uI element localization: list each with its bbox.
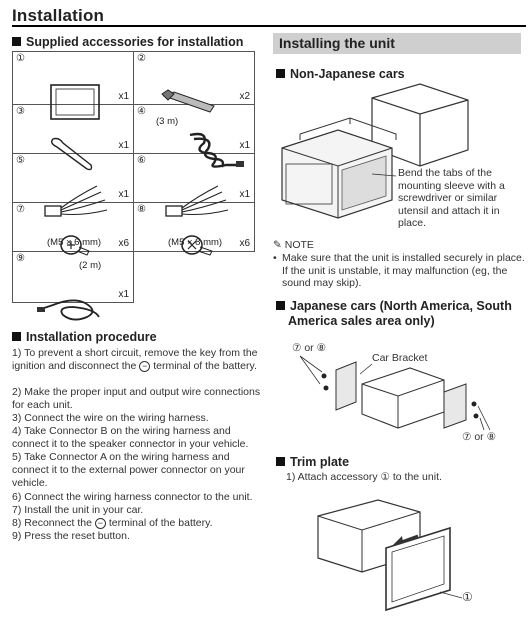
accessory-qty: x2 <box>239 91 250 102</box>
accessory-cell-4: ④ (3 m) x1 <box>133 104 255 168</box>
note-title-text: NOTE <box>284 239 314 251</box>
procedure-step: 5) Take Connector A on the wiring harnes… <box>12 451 262 490</box>
step-number: 9) <box>12 530 22 542</box>
trim-callout-number: ① <box>462 590 473 604</box>
accessories-table: ① x1 ② x2 ③ x1 ④ (3 m) x1 ⑤ x1 ⑥ <box>12 51 255 321</box>
section-square-icon <box>12 332 21 341</box>
step-number: 1) <box>12 347 22 359</box>
step-text: Reconnect the <box>24 517 92 529</box>
procedure-heading: Installation procedure <box>12 330 157 344</box>
japanese-heading-line2: America sales area only) <box>288 314 435 328</box>
battery-minus-icon: − <box>94 518 106 529</box>
installing-banner-text: Installing the unit <box>279 35 395 51</box>
accessory-qty: x1 <box>118 91 129 102</box>
step-text: Install the unit in your car. <box>24 504 144 516</box>
supplied-heading: Supplied accessories for installation <box>12 35 243 49</box>
screw-label-bottom: ⑦ or ⑧ <box>462 431 496 443</box>
procedure-step: 8) Reconnect the − terminal of the batte… <box>12 517 262 530</box>
non-japanese-heading-text: Non-Japanese cars <box>290 67 405 81</box>
pencil-icon: ✎ <box>273 239 282 251</box>
section-square-icon <box>276 457 285 466</box>
accessory-qty: x1 <box>239 189 250 200</box>
section-square-icon <box>276 301 285 310</box>
step-text: Press the reset button. <box>24 530 130 542</box>
non-japanese-heading: Non-Japanese cars <box>276 67 405 81</box>
accessory-qty: x1 <box>239 140 250 151</box>
accessory-label: (2 m) <box>79 260 102 271</box>
accessory-cell-9: ⑨ (2 m) x1 <box>12 251 134 321</box>
accessory-label: (3 m) <box>156 116 179 127</box>
trim-heading-text: Trim plate <box>290 455 350 469</box>
accessory-qty: x6 <box>118 238 129 249</box>
accessory-qty: x1 <box>118 140 129 151</box>
accessory-number: ② <box>137 53 146 64</box>
step-number: 5) <box>12 451 22 463</box>
step-text-end: terminal of the battery. <box>153 360 257 372</box>
supplied-heading-text: Supplied accessories for installation <box>26 35 244 49</box>
page-title: Installation <box>12 6 105 25</box>
accessory-cell-6: ⑥ x1 <box>133 153 255 217</box>
japanese-heading: Japanese cars (North America, South <box>276 299 512 313</box>
procedure-step: 6) Connect the wiring harness connector … <box>12 491 262 504</box>
accessory-number: ⑨ <box>16 253 25 264</box>
accessory-qty: x1 <box>118 189 129 200</box>
bullet-icon: • <box>273 252 277 264</box>
title-rule <box>12 25 526 27</box>
battery-minus-icon: − <box>139 361 151 372</box>
step-number: 8) <box>12 517 22 529</box>
cable-icon <box>37 299 100 321</box>
installing-banner: Installing the unit <box>273 33 521 54</box>
trim-heading: Trim plate <box>276 455 349 469</box>
accessory-label: (M5 × 6 mm) <box>47 237 102 248</box>
step-number: 7) <box>12 504 22 516</box>
procedure-step: 1) To prevent a short circuit, remove th… <box>12 347 262 373</box>
note-body: • Make sure that the unit is installed s… <box>273 252 525 290</box>
accessory-number: ③ <box>16 106 25 117</box>
accessory-qty: x1 <box>118 289 129 300</box>
procedure-step: 2) Make the proper input and output wire… <box>12 386 262 412</box>
accessory-number: ⑤ <box>16 155 25 166</box>
section-square-icon <box>12 37 21 46</box>
screw-icon <box>181 235 213 256</box>
accessory-label: (M5 × 8 mm) <box>168 237 223 248</box>
trim-step: 1) Attach accessory ① to the unit. <box>286 471 442 483</box>
procedure-step: 9) Press the reset button. <box>12 530 262 543</box>
procedure-step: 4) Take Connector B on the wiring harnes… <box>12 425 262 451</box>
procedure-step: 7) Install the unit in your car. <box>12 504 262 517</box>
procedure-step: 3) Connect the wire on the wiring harnes… <box>12 412 262 425</box>
step-text: Make the proper input and output wire co… <box>12 386 261 411</box>
accessory-number: ⑧ <box>137 204 146 215</box>
mounting-callout: Bend the tabs of the mounting sleeve wit… <box>398 167 505 229</box>
step-text: Connect the wire on the wiring harness. <box>24 412 209 424</box>
japanese-heading-line1: Japanese cars (North America, South <box>290 299 512 313</box>
step-number: 6) <box>12 491 22 503</box>
section-square-icon <box>276 69 285 78</box>
accessory-number: ④ <box>137 106 146 117</box>
screw-label-top: ⑦ or ⑧ <box>292 342 326 354</box>
accessory-number: ⑥ <box>137 155 146 166</box>
car-bracket-label: Car Bracket <box>372 352 428 364</box>
step-number: 3) <box>12 412 22 424</box>
step-text-end: terminal of the battery. <box>108 517 213 529</box>
step-text: Take Connector A on the wiring harness a… <box>12 451 245 489</box>
step-number: 4) <box>12 425 22 437</box>
note-text: Make sure that the unit is installed sec… <box>282 252 525 289</box>
step-text: Connect the wiring harness connector to … <box>24 491 253 503</box>
step-number: 2) <box>12 386 22 398</box>
accessory-number: ① <box>16 53 25 64</box>
accessory-cell-8: ⑧ (M5 × 8 mm) x6 <box>133 202 255 256</box>
accessory-number: ⑦ <box>16 204 25 215</box>
accessory-qty: x6 <box>239 238 250 249</box>
procedure-heading-text: Installation procedure <box>26 330 157 344</box>
step-text: Take Connector B on the wiring harness a… <box>12 425 249 450</box>
accessory-cell-5: ⑤ x1 <box>12 153 134 217</box>
note-title: ✎ NOTE <box>273 239 314 252</box>
step-text: To prevent a short circuit, remove the k… <box>12 347 258 372</box>
